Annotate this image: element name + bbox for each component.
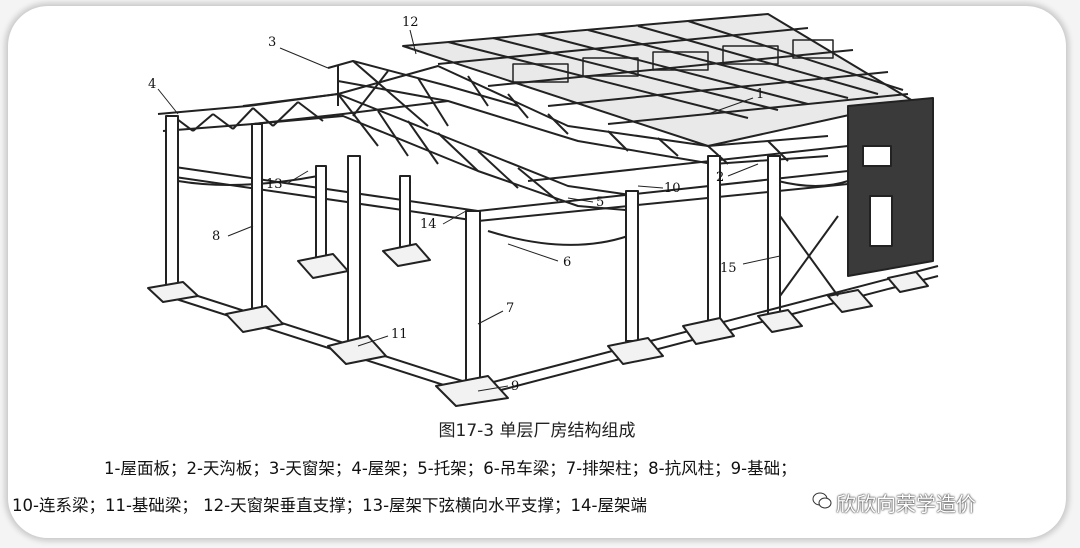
callout-numbers: 3 4 12 1 2 5 10 6 7 8 9 11 13 14 15 <box>148 15 764 394</box>
foundation-beams <box>172 265 939 397</box>
callout-6: 6 <box>563 255 571 270</box>
figure-frame: 3 4 12 1 2 5 10 6 7 8 9 11 13 14 15 图17-… <box>8 6 1066 538</box>
callout-4: 4 <box>148 77 156 92</box>
callout-7: 7 <box>506 301 514 316</box>
vertical-bracing <box>779 215 839 297</box>
wechat-icon <box>812 492 832 509</box>
callout-11: 11 <box>391 327 408 342</box>
callout-9: 9 <box>511 379 519 394</box>
connecting-beams <box>167 145 849 222</box>
watermark-text: 欣欣向荣学造价 <box>836 492 976 516</box>
callout-leaders <box>157 29 781 392</box>
figure-caption: 图17-3 单层厂房结构组成 <box>438 421 636 441</box>
watermark: 欣欣向荣学造价 <box>808 486 982 519</box>
callout-8: 8 <box>212 229 220 244</box>
roof-panels <box>402 13 914 147</box>
legend-line-2: 10-连系梁；11-基础梁； 12-天窗架垂直支撑；13-屋架下弦横向水平支撑；… <box>12 496 647 515</box>
callout-10: 10 <box>664 181 681 196</box>
gable-wall <box>847 97 934 277</box>
callout-14: 14 <box>420 217 437 232</box>
factory-structure-drawing: 3 4 12 1 2 5 10 6 7 8 9 11 13 14 15 <box>147 13 939 407</box>
roof-truss-back <box>242 65 829 165</box>
callout-13: 13 <box>266 177 283 192</box>
callout-12: 12 <box>402 15 419 30</box>
columns <box>165 115 781 387</box>
callout-1: 1 <box>756 87 764 102</box>
callout-2: 2 <box>716 170 724 185</box>
callout-3: 3 <box>268 35 276 50</box>
legend-line-1: 1-屋面板；2-天沟板；3-天窗架；4-屋架；5-托架；6-吊车梁；7-排架柱；… <box>104 459 797 478</box>
roof-truss-front <box>157 93 639 212</box>
callout-15: 15 <box>720 261 737 276</box>
skylight-windows <box>512 39 834 83</box>
callout-5: 5 <box>596 195 604 210</box>
crane-beam <box>177 175 849 246</box>
foundations <box>147 243 929 407</box>
